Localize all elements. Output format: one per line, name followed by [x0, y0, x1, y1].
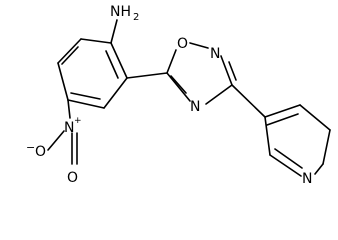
oxadiazole-ring [166, 42, 237, 105]
oxadiazole-n-lower-label: N [190, 99, 200, 115]
bond [205, 84, 233, 105]
bond-nitro-o-single [47, 130, 65, 151]
amine-label: NH [110, 4, 131, 20]
bond [220, 55, 233, 86]
bond [322, 129, 331, 165]
bond [61, 46, 79, 65]
bond-ring-link [231, 84, 266, 118]
nitro-o-double-label: O [67, 170, 78, 186]
bond [170, 75, 187, 94]
bond [57, 62, 69, 101]
bond [269, 154, 302, 177]
bond [264, 116, 271, 156]
bond [299, 104, 331, 131]
amine-subscript: 2 [133, 12, 139, 23]
bond [103, 77, 128, 109]
bond [274, 148, 303, 169]
bond [264, 104, 301, 118]
nitro-o-single-label: O [35, 144, 46, 160]
bond [67, 99, 105, 109]
bond-ring-link [126, 72, 168, 79]
oxadiazole-n-upper-label: N [210, 46, 220, 62]
bond-nitro [67, 99, 71, 119]
bond [314, 163, 324, 175]
pyridine-ring [264, 104, 331, 177]
benzene-ring [57, 38, 128, 109]
bond-amine [110, 19, 118, 44]
nitro-n-label: N [64, 120, 74, 136]
bond [266, 113, 299, 126]
oxadiazole-o-label: O [177, 36, 188, 52]
bond [189, 42, 209, 49]
bond [166, 72, 191, 102]
nitro-n-charge: + [74, 116, 82, 126]
nitro-o-single-charge: − [26, 141, 35, 154]
bond [110, 42, 128, 79]
bond [70, 92, 101, 100]
bond [228, 61, 237, 81]
bond [80, 38, 112, 44]
pyridine-n-label: N [302, 171, 312, 187]
bond [105, 50, 119, 79]
chemical-structure: NH 2 O N N N N + O − O [26, 4, 331, 187]
structure-canvas: NH 2 O N N N N + O − O [26, 4, 331, 187]
bond [57, 38, 82, 64]
bond [166, 49, 177, 74]
